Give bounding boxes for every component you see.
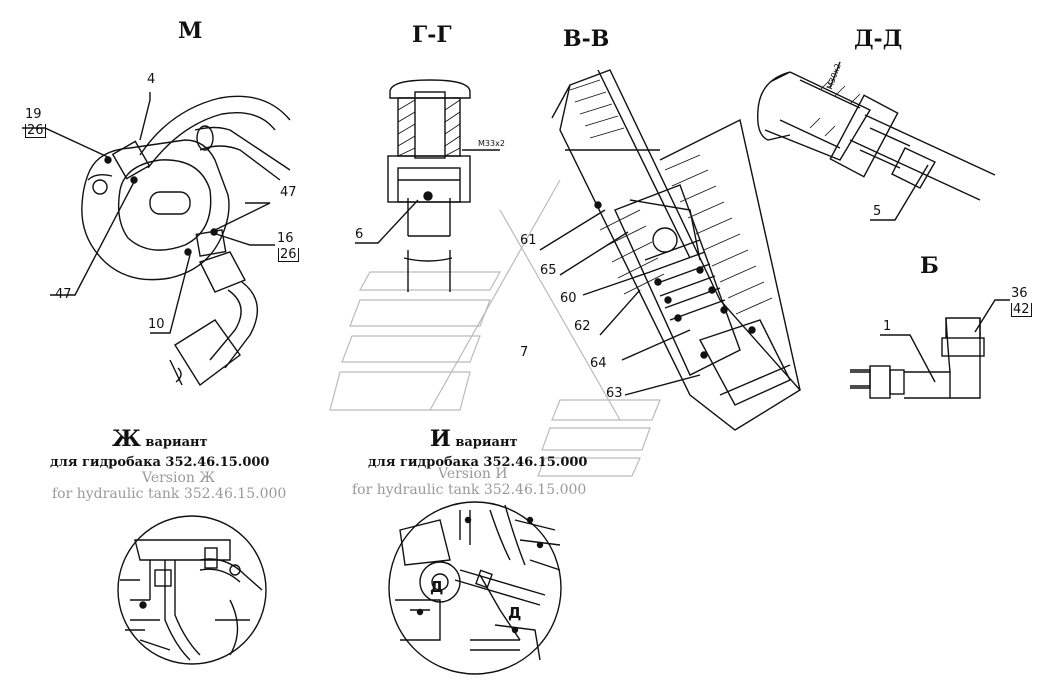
callout-65: 65 <box>540 263 557 278</box>
view-title-dd: Д-Д <box>854 26 903 52</box>
callout-1: 1 <box>883 319 892 334</box>
callout-61: 61 <box>520 233 537 248</box>
variant-i-desc: для гидробака 352.46.15.000 <box>368 455 588 470</box>
view-title-b: Б <box>920 253 939 279</box>
callout-19: 19 <box>25 107 42 122</box>
variant-zh-word: вариант <box>145 435 208 450</box>
callout-60: 60 <box>560 291 577 306</box>
detail-zh-drawing <box>117 515 267 665</box>
watermark <box>329 179 661 477</box>
callout-10: 10 <box>148 317 165 332</box>
callout-62: 62 <box>574 319 591 334</box>
callout-7: 7 <box>520 345 529 360</box>
callout-4: 4 <box>147 72 156 87</box>
variant-i-word: вариант <box>455 435 518 450</box>
view-b-drawing <box>850 299 1010 399</box>
view-m-drawing <box>22 92 291 387</box>
view-dd-drawing <box>757 61 996 221</box>
callout-64: 64 <box>590 356 607 371</box>
variant-i-en-desc: for hydraulic tank 352.46.15.000 <box>352 482 587 498</box>
view-title-gg: Г-Г <box>412 22 452 48</box>
variant-zh-en-title: Version Ж <box>142 470 216 486</box>
thread-note-gg: M33x2 <box>478 139 505 148</box>
variant-zh-letter: Ж <box>112 426 141 452</box>
variant-zh-desc: для гидробака 352.46.15.000 <box>50 455 270 470</box>
variant-zh-heading: Ж вариант <box>112 428 208 450</box>
view-vv-drawing <box>539 69 802 431</box>
callout-42: 42 <box>1011 302 1032 317</box>
variant-zh-en-desc: for hydraulic tank 352.46.15.000 <box>52 486 287 502</box>
callout-47-a: 47 <box>280 185 297 200</box>
view-gg-drawing <box>355 79 500 292</box>
variant-i-heading: И вариант <box>430 428 518 450</box>
callout-5: 5 <box>873 204 882 219</box>
view-title-vv: В-В <box>563 26 610 52</box>
variant-i-letter: И <box>430 426 451 452</box>
callout-6: 6 <box>355 227 364 242</box>
detail-d-marker-2: Д <box>508 604 522 622</box>
detail-d-marker-1: Д <box>430 578 444 596</box>
callout-26-a: 26 <box>25 123 46 138</box>
view-title-m: М <box>178 18 203 44</box>
detail-i-drawing <box>388 501 562 675</box>
callout-63: 63 <box>606 386 623 401</box>
variant-i-en-title: Version И <box>438 466 508 482</box>
callout-26-b: 26 <box>278 247 299 262</box>
callout-16: 16 <box>277 231 294 246</box>
callout-47-b: 47 <box>55 287 72 302</box>
callout-36: 36 <box>1011 286 1028 301</box>
